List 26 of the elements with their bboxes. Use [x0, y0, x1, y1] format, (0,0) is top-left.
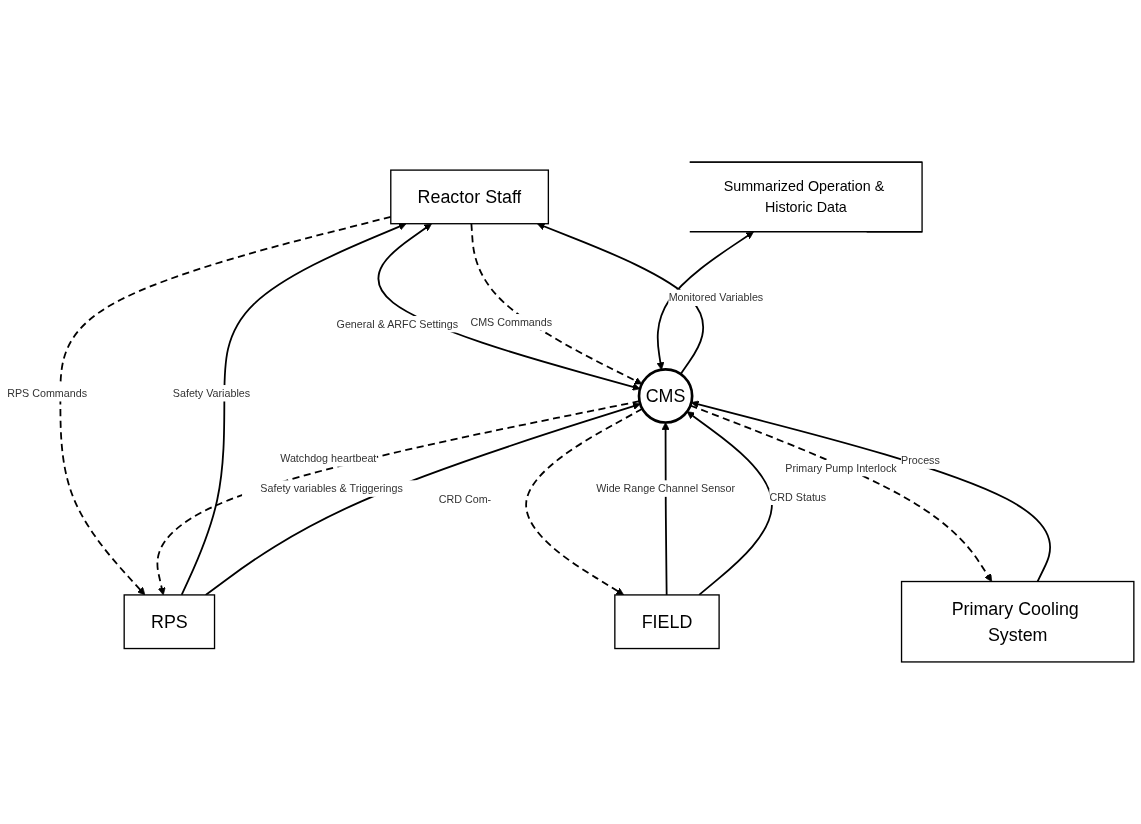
edge-label: Primary Pump Interlock — [785, 461, 897, 475]
node-box: Reactor Staff — [390, 169, 550, 225]
edge-label: RPS Commands — [7, 386, 87, 400]
edge-label: General & ARFC Settings — [336, 317, 459, 331]
edge-label: Monitored Variables — [668, 291, 764, 305]
edge-label: Safety variables & Triggerings — [260, 482, 403, 495]
arrow — [690, 400, 1051, 583]
node-box: FIELD — [614, 594, 720, 650]
edge-label: CRD Status — [769, 490, 827, 504]
arrow — [537, 222, 704, 375]
arrow — [180, 222, 407, 596]
arrow — [470, 222, 643, 385]
arrow — [689, 404, 993, 582]
edge-label: Wide Range Channel Sensor — [596, 482, 736, 495]
node-circle: CMS — [637, 368, 694, 424]
node-box: RPS — [123, 594, 216, 650]
edge-label: CMS Commands — [470, 315, 553, 329]
node-box: Primary Cooling System — [900, 580, 1135, 663]
arrow — [377, 223, 641, 391]
edge-label: CRD Com- — [438, 493, 492, 506]
edge-label: Safety Variables — [172, 386, 251, 400]
arrow — [686, 411, 773, 596]
arrow — [656, 231, 754, 371]
edge-label: Process — [901, 454, 940, 467]
arrow — [661, 422, 670, 596]
edge-label: Watchdog heartbeat — [280, 452, 377, 465]
